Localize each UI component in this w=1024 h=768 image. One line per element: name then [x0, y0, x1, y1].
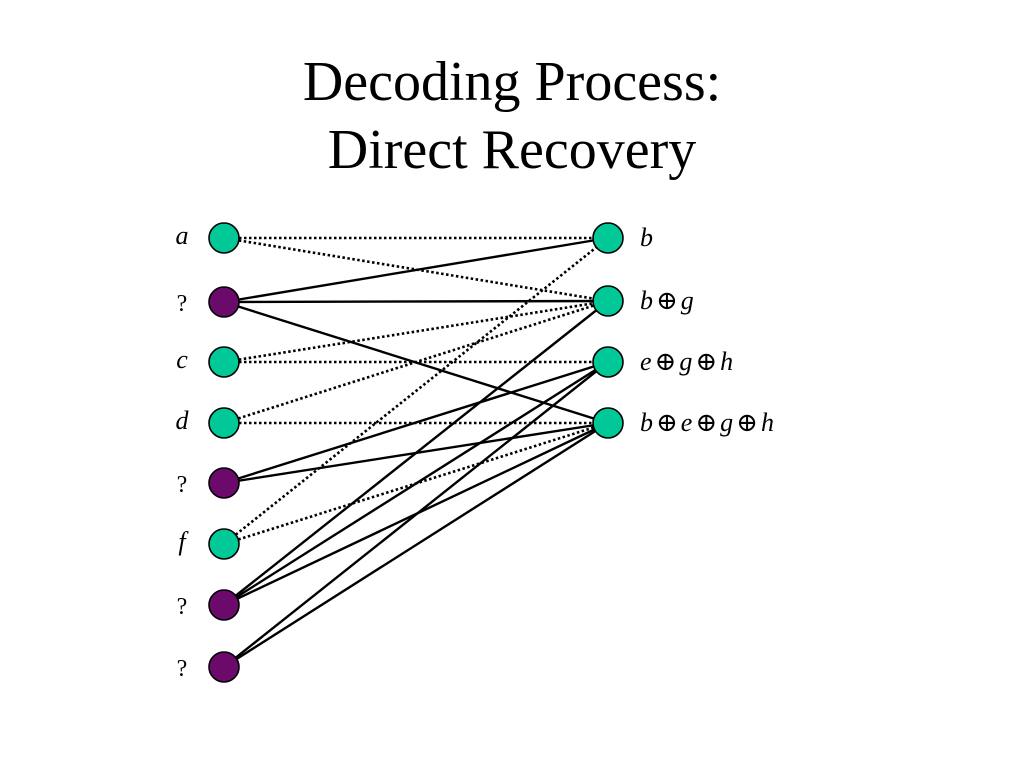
edge-q2-r2 — [223, 360, 609, 485]
symbol-b: b — [640, 286, 653, 315]
right-node-label-r3: b⊕e⊕g⊕h — [640, 408, 774, 437]
title-line-2: Direct Recovery — [327, 119, 697, 181]
left-node-label-q4: ? — [177, 656, 188, 682]
symbol-g: g — [681, 286, 694, 315]
xor-operator: ⊕ — [655, 347, 677, 376]
xor-operator: ⊕ — [736, 408, 758, 437]
left-node-q2 — [208, 467, 240, 499]
symbol-b: b — [640, 408, 653, 437]
xor-operator: ⊕ — [656, 408, 678, 437]
edges-layer — [223, 236, 609, 669]
left-node-label-d: d — [176, 406, 190, 435]
left-node-f — [208, 528, 240, 560]
left-node-q1 — [208, 286, 240, 318]
left-node-label-c: c — [176, 345, 188, 374]
nodes-layer — [208, 222, 624, 683]
left-node-label-f: f — [178, 527, 189, 556]
right-node-r3 — [592, 407, 624, 439]
left-node-label-q1: ? — [177, 291, 188, 317]
symbol-g: g — [720, 408, 733, 437]
edge-q4-r2 — [223, 361, 609, 668]
xor-operator: ⊕ — [695, 347, 717, 376]
edge-q1-r0 — [223, 236, 609, 304]
edge-q4-r3 — [223, 421, 609, 669]
left-node-q4 — [208, 651, 240, 683]
left-node-label-q2: ? — [177, 472, 188, 498]
right-node-r1 — [592, 285, 624, 317]
right-node-label-r0: b — [640, 223, 653, 252]
left-node-q3 — [208, 589, 240, 621]
left-node-label-q3: ? — [177, 594, 188, 620]
edge-q3-r1 — [223, 300, 609, 606]
right-node-label-r1: b⊕g — [640, 286, 694, 315]
xor-operator: ⊕ — [656, 286, 678, 315]
symbol-b: b — [640, 223, 653, 252]
right-node-r0 — [592, 222, 624, 254]
edge-q3-r2 — [223, 360, 609, 607]
labels-layer: a?cd?f??bb⊕ge⊕g⊕hb⊕e⊕g⊕h — [176, 221, 774, 682]
symbol-e: e — [640, 347, 652, 376]
slide-title: Decoding Process: Direct Recovery — [0, 48, 1024, 184]
symbol-h: h — [761, 408, 774, 437]
edge-c-r1 — [223, 299, 609, 364]
left-node-a — [208, 222, 240, 254]
edge-q1-r1 — [223, 299, 609, 304]
edge-f-r0 — [223, 236, 609, 546]
symbol-g: g — [679, 347, 692, 376]
left-node-d — [208, 407, 240, 439]
symbol-e: e — [681, 408, 693, 437]
left-node-c — [208, 346, 240, 378]
right-node-r2 — [592, 346, 624, 378]
symbol-h: h — [720, 347, 733, 376]
left-node-label-a: a — [176, 221, 189, 250]
edge-d-r1 — [223, 299, 609, 425]
title-line-1: Decoding Process: — [302, 51, 722, 113]
right-node-label-r2: e⊕g⊕h — [640, 347, 733, 376]
xor-operator: ⊕ — [695, 408, 717, 437]
